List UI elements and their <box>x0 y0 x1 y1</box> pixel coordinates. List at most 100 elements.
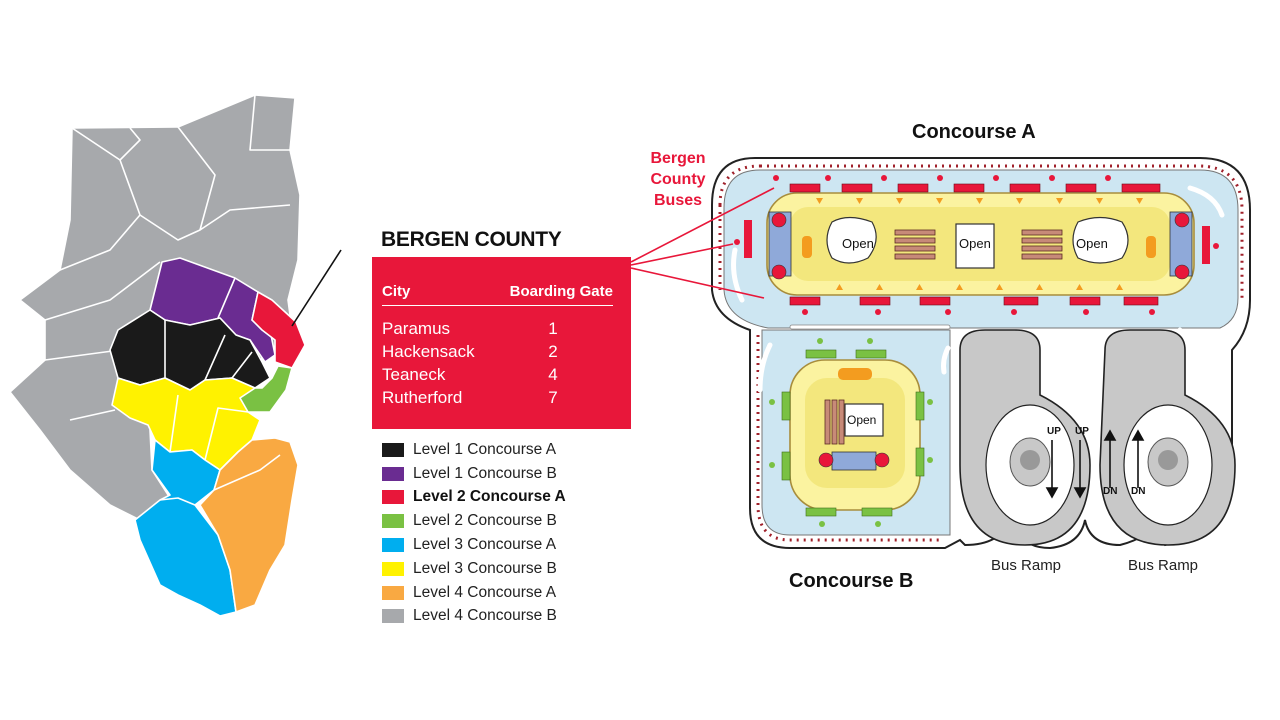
gate-cell: 4 <box>548 365 558 384</box>
concourse-b-title: Concourse B <box>789 570 914 592</box>
ramp-up-label: UP <box>1047 426 1061 437</box>
city-cell: Teaneck <box>382 365 446 384</box>
gate-dot-right <box>1213 243 1219 249</box>
legend-label: Level 4 Concourse A <box>413 583 557 601</box>
open-label: Open <box>842 236 874 251</box>
legend-swatch <box>382 585 404 600</box>
column-header-gate: Boarding Gate <box>509 283 613 300</box>
map-border <box>44 261 161 321</box>
gate-arrows <box>816 198 1143 290</box>
legend-item: Level 2 Concourse B <box>382 509 566 533</box>
table-row: Teaneck 4 <box>382 365 613 388</box>
terminal-outline <box>711 157 1251 550</box>
gate-cell: 1 <box>548 319 558 338</box>
gate-signs-a-bottom <box>789 296 1159 306</box>
map-border <box>164 320 253 381</box>
column-header-city: City <box>382 283 411 300</box>
terminal-diagram <box>630 157 1251 550</box>
legend-label: Level 1 Concourse B <box>413 464 557 482</box>
bergen-buses-line: County <box>650 171 706 188</box>
gate-signs-b <box>781 349 925 517</box>
legend-swatch <box>382 538 404 553</box>
boarding-gate-table: City Boarding Gate Paramus 1 Hackensack … <box>372 257 631 429</box>
concourse-a-title: Concourse A <box>912 121 1036 143</box>
county-map <box>9 94 306 617</box>
table-header: City Boarding Gate <box>382 283 613 306</box>
restroom-icons-a <box>771 212 1190 280</box>
stairs-a-left <box>894 229 936 260</box>
open-label: Open <box>959 236 991 251</box>
stairs-b <box>824 399 845 445</box>
elevator-left <box>802 236 812 258</box>
elevator-b <box>838 368 872 380</box>
open-label: Open <box>1076 236 1108 251</box>
ramp-dn-label: DN <box>1131 486 1146 497</box>
gate-sign-left <box>744 220 752 258</box>
lane-divider <box>789 324 951 330</box>
legend-swatch <box>382 609 404 624</box>
legend-label: Level 2 Concourse B <box>413 512 557 530</box>
gate-signs-a-top <box>789 183 1161 193</box>
table-row: Paramus 1 <box>382 319 613 342</box>
legend-label: Level 3 Concourse B <box>413 559 557 577</box>
gate-sign-right <box>1202 226 1210 264</box>
bergen-buses-label: Bergen County Buses <box>640 148 716 211</box>
ramp-arrows <box>1045 429 1145 499</box>
legend-swatch <box>382 466 404 481</box>
open-label: Open <box>847 413 877 427</box>
restroom-icons-b <box>818 452 890 468</box>
legend-item: Level 1 Concourse B <box>382 462 566 486</box>
map-region-blue <box>134 439 237 617</box>
open-area-1 <box>826 216 877 264</box>
bergen-buses-line: Buses <box>653 192 703 209</box>
legend-item: Level 2 Concourse A <box>382 486 566 510</box>
ramp-up-label: UP <box>1075 426 1089 437</box>
stairs-a-right <box>1021 229 1063 260</box>
gate-cell: 7 <box>548 388 558 407</box>
legend-swatch <box>382 442 404 457</box>
gate-dots-a-bottom <box>802 309 1155 315</box>
legend-label: Level 2 Concourse A <box>413 488 566 506</box>
legend-item: Level 4 Concourse A <box>382 581 566 605</box>
gate-dot-left <box>734 239 740 245</box>
legend-item: Level 4 Concourse B <box>382 605 566 629</box>
map-border <box>249 94 290 151</box>
elevator-right <box>1146 236 1156 258</box>
ramp-pillar-right <box>1158 450 1178 470</box>
legend-label: Level 4 Concourse B <box>413 607 557 625</box>
legend-swatch <box>382 514 404 529</box>
city-cell: Hackensack <box>382 342 475 361</box>
city-cell: Paramus <box>382 319 451 338</box>
map-border <box>159 497 196 506</box>
ramp-dn-label: DN <box>1103 486 1118 497</box>
legend-item: Level 3 Concourse A <box>382 533 566 557</box>
gate-dots-b <box>769 338 933 527</box>
legend-label: Level 1 Concourse A <box>413 440 557 458</box>
gate-dots-a-top <box>773 175 1111 181</box>
map-border <box>59 214 141 271</box>
county-heading: BERGEN COUNTY <box>381 228 562 251</box>
blue-core-b <box>831 451 877 471</box>
table-row: Hackensack 2 <box>382 342 613 365</box>
map-border <box>217 277 236 319</box>
gate-cell: 2 <box>548 342 558 361</box>
traffic-arrows <box>731 185 1225 393</box>
open-area-b <box>844 403 884 437</box>
table-row: Rutherford 7 <box>382 388 613 411</box>
legend-label: Level 3 Concourse A <box>413 536 557 554</box>
map-border <box>69 409 116 421</box>
open-area-3 <box>1072 216 1129 264</box>
bergen-buses-line: Bergen <box>650 150 706 167</box>
legend-item: Level 1 Concourse A <box>382 438 566 462</box>
ramp-pillar-left <box>1020 450 1040 470</box>
terminal-dotted-border <box>718 164 940 542</box>
city-cell: Rutherford <box>382 388 463 407</box>
map-region-orange <box>199 437 299 613</box>
open-area-2 <box>955 223 995 269</box>
callout-line <box>291 249 342 327</box>
legend: Level 1 Concourse A Level 1 Concourse B … <box>382 438 566 628</box>
map-border <box>119 127 141 161</box>
map-border <box>169 394 249 461</box>
bus-ramp-label: Bus Ramp <box>1128 557 1199 574</box>
